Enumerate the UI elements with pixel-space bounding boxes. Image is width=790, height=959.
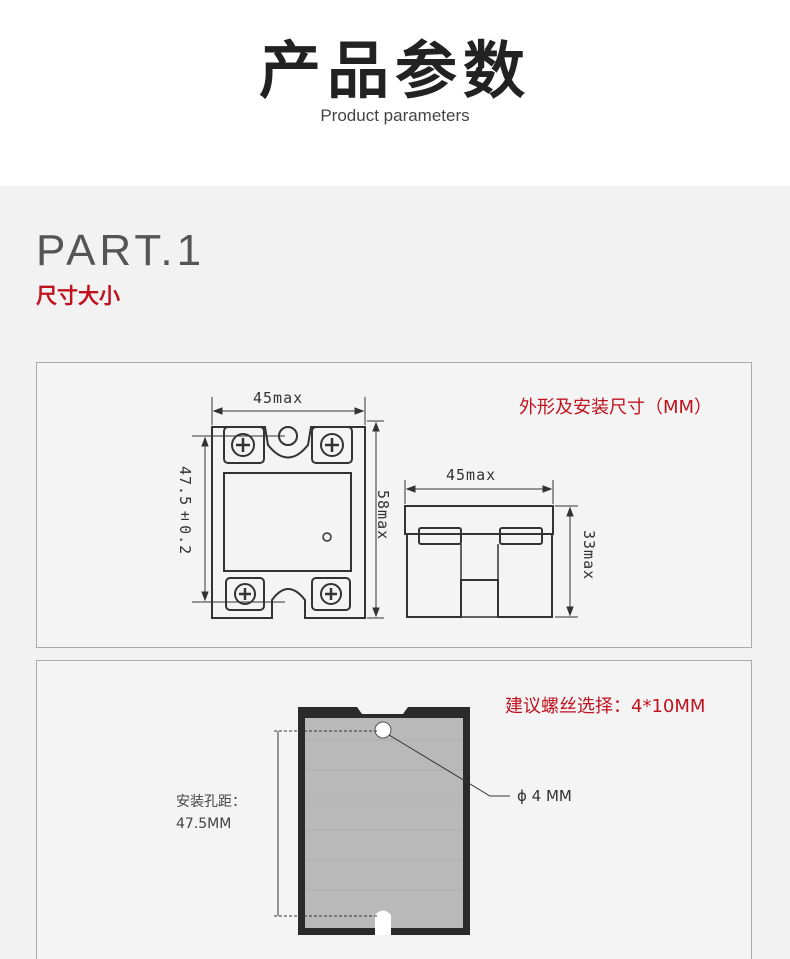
terminal-bottom-right: [311, 577, 351, 611]
page-subtitle: Product parameters: [320, 106, 470, 125]
relay-front-outline: [211, 426, 366, 619]
terminal-top-left: [223, 426, 265, 464]
hole-spacing-value: 47.5MM: [176, 816, 232, 832]
hole-diameter-label: ϕ 4 MM: [517, 787, 572, 805]
baseplate-hole-top: [374, 721, 392, 739]
hole-spacing-label: 安装孔距： 47.5MM: [176, 791, 246, 835]
dimension-note: 外形及安装尺寸（MM）: [519, 397, 713, 418]
terminal-top-right: [311, 426, 353, 464]
dim-mount-spacing: 47.5±0.2: [176, 466, 194, 556]
baseplate-metal: [305, 718, 463, 928]
header-section: 产品参数 Product parameters: [0, 0, 790, 186]
hole-spacing-title: 安装孔距：: [176, 794, 246, 810]
dim-side-height: 33max: [580, 530, 598, 581]
baseplate-notch-bottom: [375, 910, 391, 935]
dimension-panel: [36, 362, 752, 648]
dim-top-width: 45max: [253, 389, 304, 407]
terminal-bottom-left: [225, 577, 265, 611]
page-title: 产品参数: [258, 34, 531, 107]
dim-total-height: 58max: [374, 490, 392, 541]
screw-note: 建议螺丝选择：4*10MM: [505, 696, 706, 717]
dim-side-width: 45max: [446, 466, 497, 484]
relay-side-top: [404, 505, 554, 535]
relay-side-body: [406, 534, 553, 618]
part-title: PART.1: [36, 226, 206, 275]
relay-label-window: [223, 472, 352, 572]
status-led: [322, 532, 332, 542]
baseplate-drawing: [298, 707, 470, 935]
part-subtitle: 尺寸大小: [36, 284, 120, 308]
